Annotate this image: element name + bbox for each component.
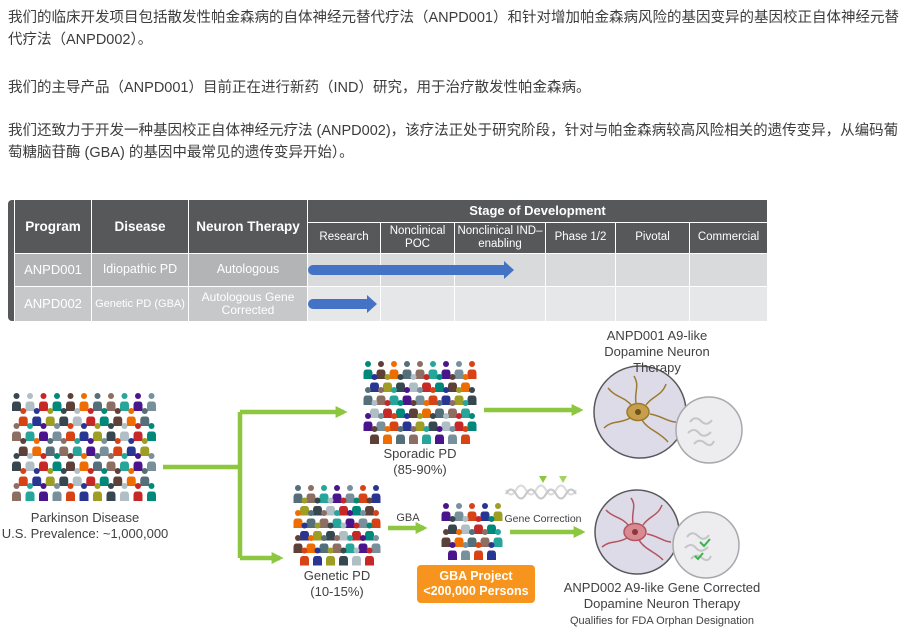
row-anpd002-program: ANPD002 bbox=[15, 287, 91, 321]
stage-header-pivotal: Pivotal bbox=[616, 223, 689, 253]
gba-arrow-label: GBA bbox=[396, 512, 420, 524]
genetic-caption-line1: Genetic PD bbox=[303, 568, 371, 583]
anpd001-label-line1: ANPD001 A9-like bbox=[606, 328, 708, 343]
anpd001-label-line3: Therapy bbox=[633, 360, 681, 375]
intro-paragraph-2: 我们的主导产品（ANPD001）目前正在进行新药（IND）研究，用于治疗散发性帕… bbox=[8, 80, 591, 96]
col-header-neuron-therapy: Neuron Therapy bbox=[189, 200, 307, 253]
intro-paragraph-1: 我们的临床开发项目包括散发性帕金森病的自体神经元替代疗法（ANPD001）和针对… bbox=[8, 10, 899, 49]
anpd002-therapy-label: ANPD002 A9-like Gene Corrected Dopamine … bbox=[540, 580, 784, 629]
patient-flow-diagram: Parkinson Disease U.S. Prevalence: ~1,00… bbox=[0, 328, 919, 633]
orphan-designation-note: Qualifies for FDA Orphan Designation bbox=[569, 615, 755, 627]
stage-cell bbox=[616, 287, 689, 321]
gene-corrected-marks bbox=[694, 538, 711, 561]
stage-header-nonclinical-poc: Nonclinical POC bbox=[381, 223, 454, 253]
gba-box-line2: <200,000 Persons bbox=[423, 584, 529, 598]
stage-cell bbox=[546, 254, 615, 286]
row-anpd002-therapy: Autologous Gene Corrected bbox=[189, 287, 307, 321]
anpd001-label-line2: Dopamine Neuron bbox=[604, 344, 710, 359]
population-caption-line1: Parkinson Disease bbox=[30, 510, 140, 525]
genetic-pd-crowd bbox=[293, 485, 381, 566]
sporadic-pd-crowd bbox=[363, 361, 477, 444]
anpd001-therapy-label: ANPD001 A9-like Dopamine Neuron Therapy bbox=[572, 328, 742, 376]
gene-correction-label: Gene Correction bbox=[504, 513, 582, 525]
col-header-program: Program bbox=[15, 200, 91, 253]
stage-header-commercial: Commercial bbox=[690, 223, 767, 253]
gba-project-badge: GBA Project <200,000 Persons bbox=[417, 565, 535, 603]
gba-box-line1: GBA Project bbox=[439, 569, 513, 583]
stage-cell bbox=[690, 287, 767, 321]
anpd002-label-line2: Dopamine Neuron Therapy bbox=[583, 596, 741, 611]
sporadic-pd-caption: Sporadic PD (85-90%) bbox=[360, 446, 480, 478]
stage-header-research: Research bbox=[308, 223, 380, 253]
table-left-accent-bar bbox=[8, 200, 14, 321]
stage-cell bbox=[381, 287, 454, 321]
genetic-pd-caption: Genetic PD (10-15%) bbox=[277, 568, 397, 600]
row-anpd001-therapy: Autologous bbox=[189, 254, 307, 286]
pipeline-table: Program Disease Neuron Therapy Stage of … bbox=[8, 200, 768, 321]
row-anpd001-program: ANPD001 bbox=[15, 254, 91, 286]
stage-cell bbox=[455, 287, 545, 321]
genetic-caption-line2: (10-15%) bbox=[310, 584, 364, 599]
anpd001-progress-arrow bbox=[308, 261, 515, 279]
us-population-crowd bbox=[12, 393, 156, 501]
stage-cell bbox=[690, 254, 767, 286]
anpd002-label-line1: ANPD002 A9-like Gene Corrected bbox=[563, 580, 761, 595]
stage-cell bbox=[616, 254, 689, 286]
diagram-graphics bbox=[12, 361, 743, 579]
col-header-disease: Disease bbox=[92, 200, 188, 253]
population-caption-line2: U.S. Prevalence: ~1,000,000 bbox=[1, 526, 169, 541]
anpd002-progress-arrow bbox=[308, 295, 377, 313]
population-caption: Parkinson Disease U.S. Prevalence: ~1,00… bbox=[0, 510, 170, 542]
row-anpd002-disease: Genetic PD (GBA) bbox=[92, 287, 188, 321]
anpd002-neuron-illustration bbox=[594, 489, 740, 579]
stage-header-nonclinical-ind: Nonclinical IND–enabling bbox=[455, 223, 545, 253]
col-header-stage-of-development: Stage of Development bbox=[308, 200, 767, 222]
stage-header-phase-1-2: Phase 1/2 bbox=[546, 223, 615, 253]
sporadic-caption-line1: Sporadic PD bbox=[383, 446, 457, 461]
sporadic-caption-line2: (85-90%) bbox=[393, 462, 447, 477]
row-anpd001-disease: Idiopathic PD bbox=[92, 254, 188, 286]
flow-connector-lines bbox=[163, 404, 586, 564]
intro-paragraph-3: 我们还致力于开发一种基因校正自体神经元疗法 (ANPD002)，该疗法正处于研究… bbox=[8, 123, 899, 162]
dna-squiggle-icon bbox=[505, 476, 577, 500]
anpd001-neuron-illustration bbox=[593, 365, 743, 464]
stage-cell bbox=[546, 287, 615, 321]
